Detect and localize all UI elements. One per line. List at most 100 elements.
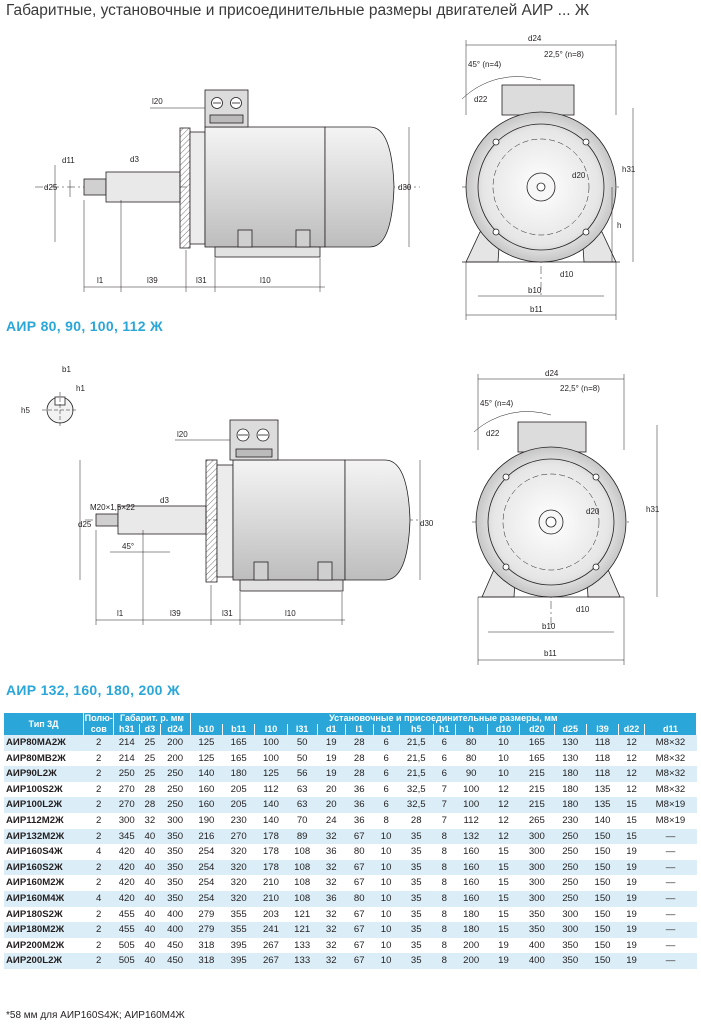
motor-type-cell: АИР160S4Ж <box>4 844 84 860</box>
table-cell: 279 <box>190 906 223 923</box>
table-cell: 505 <box>113 953 140 969</box>
table-cell: 6 <box>433 766 456 782</box>
table-cell: 165 <box>519 750 555 767</box>
table-cell: 2 <box>83 906 114 923</box>
svg-text:b11: b11 <box>544 649 557 658</box>
motor-type-cell: АИР160S2Ж <box>4 859 84 876</box>
motor-type-cell: АИР132М2Ж <box>4 828 84 845</box>
table-cell: 15 <box>487 875 520 891</box>
table-cell: 254 <box>190 890 223 907</box>
table-cell: 190 <box>190 812 223 829</box>
svg-text:d24: d24 <box>545 369 559 378</box>
table-cell: 300 <box>519 859 555 876</box>
table-cell: 150 <box>586 828 619 845</box>
table-cell: 160 <box>455 875 488 891</box>
table-cell: 32 <box>317 937 346 954</box>
table-cell: 12 <box>487 828 520 845</box>
table-cell: — <box>644 906 697 923</box>
table-cell: 135 <box>586 797 619 813</box>
table-cell: 35 <box>399 844 434 860</box>
table-cell: 350 <box>160 844 191 860</box>
table-cell: 180 <box>554 797 587 813</box>
table-cell: 4 <box>83 890 114 907</box>
table-cell: — <box>644 953 697 969</box>
side-view-bottom <box>85 419 420 592</box>
table-cell: 2 <box>83 812 114 829</box>
table-cell: 178 <box>254 828 288 845</box>
table-cell: 254 <box>190 875 223 891</box>
table-cell: 180 <box>455 906 488 923</box>
table-cell: 320 <box>222 890 255 907</box>
table-cell: — <box>644 937 697 954</box>
table-cell: — <box>644 828 697 845</box>
table-cell: 7 <box>433 781 456 798</box>
table-cell: 6 <box>433 750 456 767</box>
svg-text:d10: d10 <box>560 270 574 279</box>
table-cell: 250 <box>160 781 191 798</box>
table-cell: 89 <box>287 828 318 845</box>
table-cell: 160 <box>455 859 488 876</box>
table-cell: 6 <box>373 766 400 782</box>
table-cell: 35 <box>399 922 434 938</box>
table-cell: 150 <box>586 922 619 938</box>
table-cell: 180 <box>222 766 255 782</box>
table-cell: 10 <box>373 906 400 923</box>
table-cell: 2 <box>83 735 114 751</box>
table-cell: 67 <box>345 859 374 876</box>
table-cell: 10 <box>373 953 400 969</box>
table-cell: 178 <box>254 859 288 876</box>
table-cell: 125 <box>190 750 223 767</box>
table-cell: 63 <box>287 781 318 798</box>
group-gabarit-header: Габарит. р. мм <box>113 713 191 724</box>
table-cell: 2 <box>83 953 114 969</box>
table-cell: 450 <box>160 953 191 969</box>
table-cell: 150 <box>586 859 619 876</box>
table-cell: 350 <box>160 875 191 891</box>
table-cell: 63 <box>287 797 318 813</box>
table-cell: М8×32 <box>644 781 697 798</box>
table-cell: М8×32 <box>644 735 697 751</box>
table-cell: 118 <box>586 766 619 782</box>
table-cell: 395 <box>222 937 255 954</box>
table-cell: 350 <box>160 890 191 907</box>
table-cell: 6 <box>433 735 456 751</box>
svg-text:d20: d20 <box>572 171 586 180</box>
table-cell: 400 <box>160 906 191 923</box>
table-cell: 32 <box>317 922 346 938</box>
table-cell: 216 <box>190 828 223 845</box>
series-label-top: АИР 80, 90, 100, 112 Ж <box>6 318 163 334</box>
table-cell: 100 <box>455 797 488 813</box>
col-poles-header: Полю-сов <box>83 713 115 735</box>
table-cell: 300 <box>554 922 587 938</box>
table-cell: 21,5 <box>399 750 434 767</box>
table-cell: 180 <box>554 781 587 798</box>
table-cell: 125 <box>254 766 288 782</box>
motor-type-cell: АИР160М4Ж <box>4 890 84 907</box>
table-cell: 150 <box>586 906 619 923</box>
table-cell: 200 <box>160 750 191 767</box>
table-cell: 2 <box>83 766 114 782</box>
table-cell: 19 <box>618 859 645 876</box>
table-cell: 12 <box>618 735 645 751</box>
table-cell: 10 <box>487 735 520 751</box>
svg-text:b10: b10 <box>542 622 556 631</box>
table-cell: 108 <box>287 890 318 907</box>
table-cell: 350 <box>519 922 555 938</box>
table-cell: 8 <box>433 906 456 923</box>
table-cell: 318 <box>190 937 223 954</box>
table-cell: 300 <box>113 812 140 829</box>
table-cell: 80 <box>455 735 488 751</box>
table-cell: 70 <box>287 812 318 829</box>
table-cell: 250 <box>554 859 587 876</box>
table-cell: 19 <box>618 922 645 938</box>
table-cell: 455 <box>113 922 140 938</box>
table-cell: 8 <box>433 953 456 969</box>
table-cell: 320 <box>222 859 255 876</box>
table-cell: 250 <box>554 890 587 907</box>
svg-text:d22: d22 <box>486 429 500 438</box>
table-cell: 7 <box>433 812 456 829</box>
